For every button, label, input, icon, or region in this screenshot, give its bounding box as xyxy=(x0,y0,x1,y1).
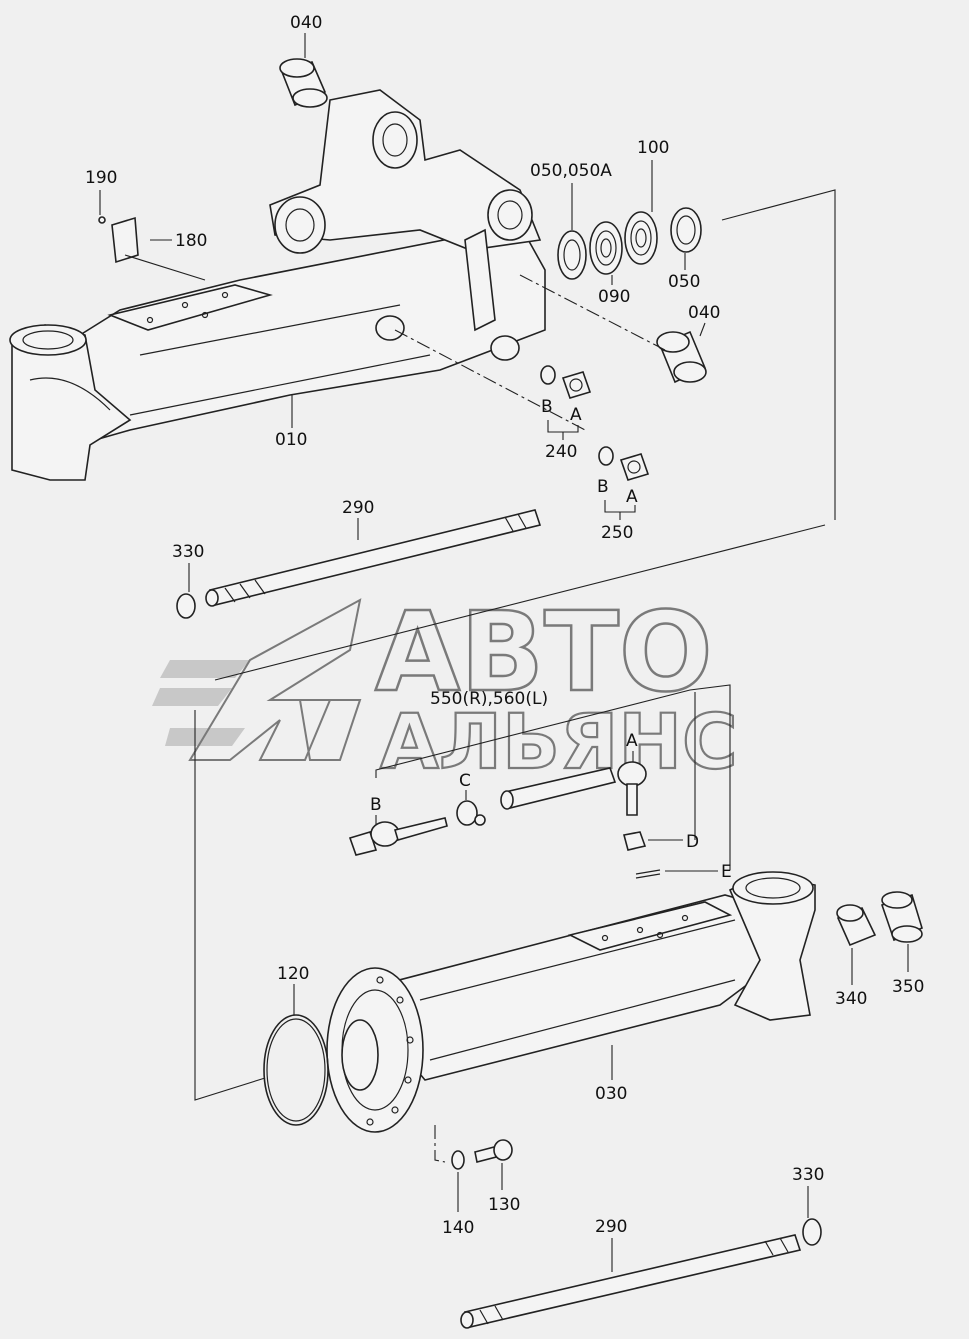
bolt-130 xyxy=(474,1139,513,1163)
label-100: 100 xyxy=(637,138,669,158)
bushing-040-right xyxy=(656,330,707,384)
label-tie-A: A xyxy=(626,731,638,751)
snap-ring-330-top xyxy=(176,593,196,619)
axle-shaft-290-bottom xyxy=(460,1234,802,1329)
label-290-bottom: 290 xyxy=(595,1217,627,1237)
watermark-line1: АВТО xyxy=(375,588,713,716)
label-030: 030 xyxy=(595,1084,627,1104)
o-ring-120 xyxy=(263,1014,329,1126)
tie-rod-inner-B xyxy=(348,817,448,856)
label-130: 130 xyxy=(488,1195,520,1215)
label-340: 340 xyxy=(835,989,867,1009)
label-240-B: B xyxy=(541,397,553,417)
clamp-C xyxy=(456,800,486,826)
label-140: 140 xyxy=(442,1218,474,1238)
label-tie-E: E xyxy=(721,862,732,882)
label-350: 350 xyxy=(892,977,924,997)
label-180: 180 xyxy=(175,231,207,251)
plug-250 xyxy=(598,446,650,481)
label-090: 090 xyxy=(598,287,630,307)
tie-rod-outer-A xyxy=(500,761,647,816)
label-330-bottom: 330 xyxy=(792,1165,824,1185)
washer-140 xyxy=(451,1150,465,1170)
seal-050 xyxy=(670,207,702,253)
label-040-right: 040 xyxy=(688,303,720,323)
label-250-A: A xyxy=(626,487,638,507)
label-290-top: 290 xyxy=(342,498,374,518)
watermark-logo xyxy=(152,598,362,761)
label-240: 240 xyxy=(545,442,577,462)
axle-shaft-290-top xyxy=(205,509,542,607)
watermark: АВТО АЛЬЯНС xyxy=(152,587,739,787)
label-050: 050 xyxy=(668,272,700,292)
label-040-top: 040 xyxy=(290,13,322,33)
label-250-B: B xyxy=(597,477,609,497)
label-tie-B: B xyxy=(370,795,382,815)
label-120: 120 xyxy=(277,964,309,984)
ring-350 xyxy=(880,891,923,943)
label-330-top: 330 xyxy=(172,542,204,562)
label-tie-C: C xyxy=(459,771,471,791)
bushing-040-top xyxy=(279,58,328,108)
axle-housing-030 xyxy=(326,871,816,1133)
label-190: 190 xyxy=(85,168,117,188)
axle-housing-010 xyxy=(9,89,546,481)
bearing-090 xyxy=(589,221,623,275)
seal-050A xyxy=(557,230,587,280)
snap-ring-330-bottom xyxy=(802,1218,822,1246)
label-tie-D: D xyxy=(686,832,699,852)
plate-180 xyxy=(98,216,139,264)
label-050-050A: 050,050A xyxy=(530,161,612,181)
label-240-A: A xyxy=(570,405,582,425)
bushing-340 xyxy=(836,904,877,947)
label-010: 010 xyxy=(275,430,307,450)
label-250: 250 xyxy=(601,523,633,543)
label-550-560: 550(R),560(L) xyxy=(430,689,548,709)
watermark-line2: АЛЬЯНС xyxy=(380,697,738,786)
bearing-100 xyxy=(624,211,658,265)
cotter-pin-E xyxy=(635,869,661,879)
plug-240 xyxy=(540,365,592,399)
nut-D xyxy=(623,831,647,851)
